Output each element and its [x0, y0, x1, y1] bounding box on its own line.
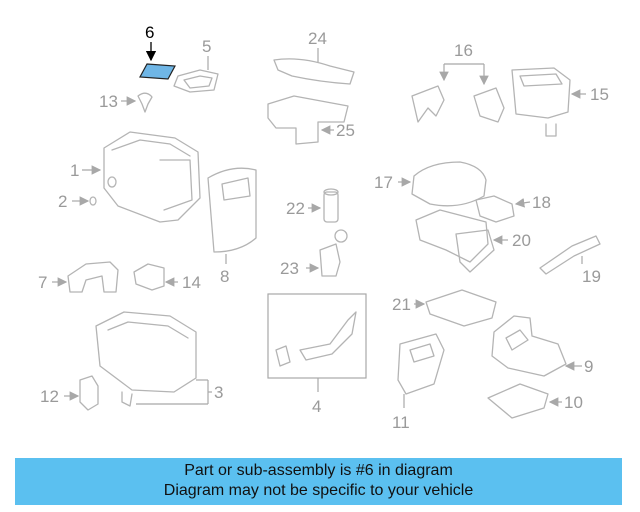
callout-8: 8	[220, 267, 229, 286]
part-1: 1	[70, 131, 201, 223]
part-11: 11	[392, 333, 445, 432]
part-18: 18	[475, 193, 551, 223]
part-15: 15	[511, 67, 609, 137]
part-21: 21	[392, 289, 497, 327]
callout-24: 24	[308, 29, 327, 48]
callout-12: 12	[40, 387, 59, 406]
callout-11: 11	[392, 413, 410, 432]
callout-20: 20	[512, 231, 531, 250]
callout-9: 9	[584, 357, 593, 376]
callout-21: 21	[392, 295, 411, 314]
part-8: 8	[207, 167, 257, 286]
callout-5: 5	[202, 37, 211, 56]
callout-18: 18	[532, 193, 551, 212]
callout-3: 3	[214, 383, 223, 402]
part-5: 5	[173, 37, 219, 93]
callout-2: 2	[58, 192, 67, 211]
part-14: 14	[133, 263, 201, 292]
part-6-highlighted[interactable]: 6	[139, 23, 176, 80]
part-23: 23	[280, 229, 348, 278]
part-22: 22	[286, 188, 339, 223]
part-3: 3	[95, 311, 223, 407]
callout-16: 16	[454, 41, 473, 60]
callout-13: 13	[99, 92, 118, 111]
part-4: 4	[267, 293, 367, 416]
parts-diagram: 6 5 13 1 2 8 7	[38, 23, 609, 432]
info-banner: Part or sub-assembly is #6 in diagram Di…	[15, 458, 622, 505]
part-25: 25	[267, 95, 355, 145]
part-12: 12	[40, 375, 99, 411]
callout-1: 1	[70, 161, 79, 180]
callout-23: 23	[280, 259, 299, 278]
part-17: 17	[374, 161, 487, 207]
callout-4: 4	[312, 397, 321, 416]
callout-7: 7	[38, 273, 47, 292]
part-16: 16	[411, 41, 505, 123]
callout-10: 10	[564, 393, 583, 412]
part-7: 7	[38, 261, 119, 293]
banner-line-1: Part or sub-assembly is #6 in diagram	[184, 462, 453, 479]
part-10: 10	[487, 383, 583, 419]
part-2: 2	[58, 192, 97, 211]
callout-15: 15	[590, 85, 609, 104]
callout-14: 14	[182, 273, 201, 292]
callout-22: 22	[286, 199, 305, 218]
banner-line-2: Diagram may not be specific to your vehi…	[163, 482, 474, 499]
part-19: 19	[539, 235, 601, 286]
callout-19: 19	[582, 267, 601, 286]
callout-17: 17	[374, 173, 393, 192]
part-9: 9	[491, 315, 593, 377]
part-20: 20	[415, 209, 531, 273]
part-13: 13	[99, 92, 153, 113]
callout-25: 25	[336, 121, 355, 140]
callout-6: 6	[145, 23, 154, 42]
part-24: 24	[273, 29, 355, 85]
